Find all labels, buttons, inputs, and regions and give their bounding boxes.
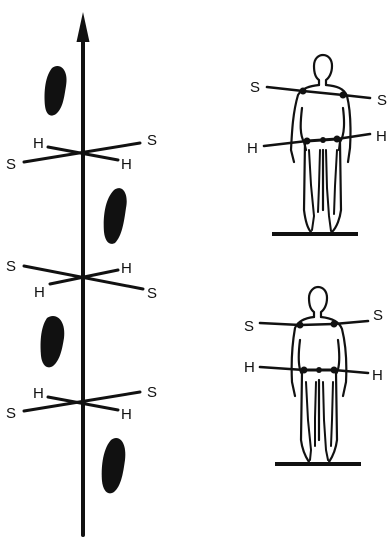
shoulder-label: S	[6, 405, 16, 422]
shoulder-line	[303, 91, 343, 95]
hip-label: H	[244, 359, 255, 376]
hip-joint	[316, 367, 322, 373]
hip-joint	[331, 367, 338, 374]
footprint-icon	[45, 66, 67, 116]
shoulder-label: S	[377, 92, 387, 109]
shoulder-label: S	[244, 318, 254, 335]
shoulder-joint	[297, 322, 304, 329]
shoulder-line-right	[334, 321, 368, 324]
hip-line-left	[260, 367, 304, 370]
hip-label: H	[376, 128, 387, 145]
shoulder-joint	[340, 92, 347, 99]
hip-label: H	[33, 135, 44, 152]
hip-label: H	[121, 406, 132, 423]
shoulder-line-left	[260, 323, 300, 325]
hip-label: H	[33, 385, 44, 402]
shoulder-label: S	[373, 307, 383, 324]
hip-label: H	[121, 156, 132, 173]
shoulder-label: S	[147, 285, 157, 302]
footprint-icon	[41, 316, 65, 367]
shoulder-label: S	[6, 258, 16, 275]
ground-line	[275, 462, 361, 466]
hip-line-left	[264, 141, 307, 146]
direction-arrowhead-icon	[77, 12, 90, 42]
head-outline	[309, 287, 327, 317]
shoulder-label: S	[147, 384, 157, 401]
hip-label: H	[121, 260, 132, 277]
footprint-icon	[102, 438, 126, 493]
shoulder-label: S	[147, 132, 157, 149]
ground-line	[272, 232, 358, 236]
shoulder-label: S	[6, 156, 16, 173]
walk-direction-axis	[77, 12, 90, 535]
hip-line-right	[334, 370, 368, 373]
hip-label: H	[372, 367, 383, 384]
hip-joint	[304, 138, 311, 145]
hip-joint	[320, 137, 326, 143]
figure-top: S S H H	[247, 55, 387, 236]
hip-joint	[334, 136, 341, 143]
shoulder-label: S	[250, 79, 260, 96]
figure-bottom: S S H H	[244, 287, 383, 466]
shoulder-joint	[331, 321, 338, 328]
body-outline	[291, 85, 351, 232]
hip-joint	[301, 367, 308, 374]
footprint-icon	[104, 188, 127, 244]
hip-label: H	[247, 140, 258, 157]
shoulder-line	[300, 324, 334, 325]
shoulder-joint	[300, 88, 307, 95]
shoulder-line-left	[267, 87, 303, 91]
body-outline	[292, 317, 347, 462]
hip-label: H	[34, 284, 45, 301]
head-outline	[314, 55, 332, 85]
